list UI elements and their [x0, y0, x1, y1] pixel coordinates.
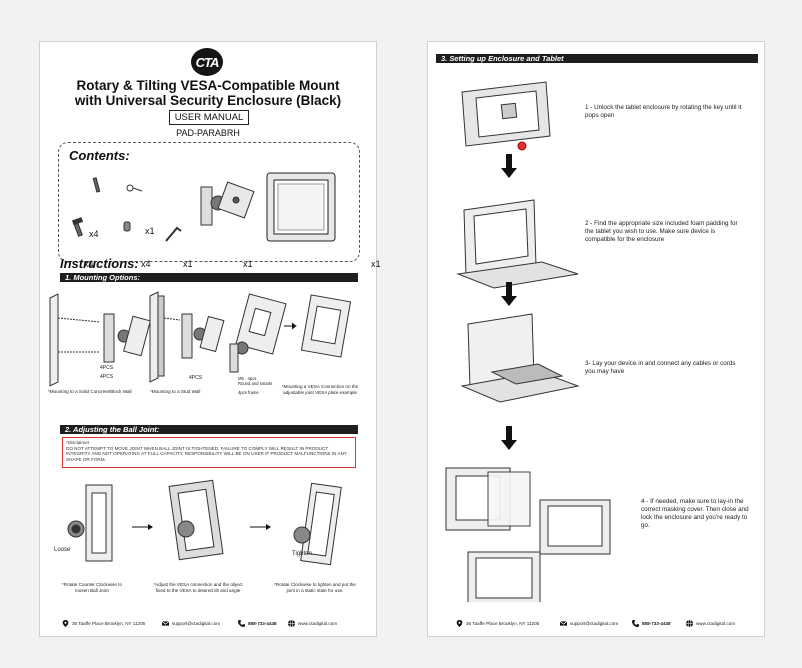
- ball-caption-tighten: *Rotate Clockwise to tighten and put the…: [274, 582, 356, 593]
- footer-phone-text-2: 888-733-4448: [642, 621, 671, 626]
- setup-bar: 3. Setting up Enclosure and Tablet: [436, 54, 758, 63]
- model-number: PAD-PARABRH: [176, 128, 240, 138]
- footer-email-text-2: support@ctadigital.com: [570, 621, 619, 626]
- key-icon: [126, 184, 143, 192]
- email-icon: [162, 621, 169, 626]
- adjust-illustration: [168, 479, 224, 561]
- globe-icon: [288, 620, 295, 627]
- setup-illustrations: [445, 81, 611, 602]
- device-laid-in-illustration: [460, 313, 580, 403]
- step-2-text: 2 - Find the appropriate size included f…: [585, 220, 738, 243]
- footer-web-text: www.ctadigital.com: [298, 621, 338, 626]
- ball-joint-illustrations: [67, 479, 342, 566]
- contents-heading: Contents:: [69, 148, 130, 163]
- footer-email[interactable]: support@ctadigital.com: [162, 620, 220, 627]
- loose-illustration: [67, 484, 113, 562]
- step-4-text: 4 - If needed, make sure to lay-in the c…: [641, 498, 749, 529]
- manual-page-2: 3. Setting up Enclosure and Tablet: [427, 41, 765, 637]
- footer-web-text-2: www.ctadigital.com: [696, 621, 736, 626]
- footer-address-text-2: 36 Taaffe Place Brooklyn, NY 11205: [466, 621, 540, 626]
- qty-mount: x1: [243, 259, 253, 269]
- mounting-illustrations: [49, 291, 352, 387]
- instructions-heading: Instructions:: [60, 256, 139, 271]
- loose-label: Loose: [54, 547, 71, 553]
- qty-screw: x4: [89, 229, 99, 239]
- closed-enclosure-illustration: [461, 81, 551, 151]
- mount-caption-concrete: *Mounting to a Solid Concrete/Block Wall: [48, 389, 132, 394]
- footer-email-text: support@ctadigital.com: [172, 621, 221, 626]
- arrow-right-icon: [148, 524, 153, 530]
- masking-cover-illustration: [445, 467, 611, 602]
- footer-address-2: 36 Taaffe Place Brooklyn, NY 11205: [456, 620, 539, 627]
- title-line-2: with Universal Security Enclosure (Black…: [74, 93, 342, 108]
- step-3-text: 3- Lay your device in and connect any ca…: [585, 360, 736, 375]
- footer-web-2[interactable]: www.ctadigital.com: [686, 620, 735, 627]
- enclosure-icon: [266, 172, 336, 242]
- footer-email-2[interactable]: support@ctadigital.com: [560, 620, 618, 627]
- stud-wall-mount: [149, 291, 225, 383]
- mounting-options-bar: 1. Mounting Options:: [60, 273, 358, 282]
- allen-key-icon: [165, 226, 182, 242]
- down-arrow-icon-3: [501, 426, 517, 450]
- qty-key: x1: [145, 226, 155, 236]
- vesa-qty-2: Round and smarts: [238, 381, 273, 386]
- qty-anchor: x4: [141, 259, 151, 269]
- vesa-qty-1: M5 · 4pcs: [238, 376, 257, 381]
- mount-caption-stud: *Mounting to a Stud Wall: [150, 389, 201, 394]
- cta-logo: CTA: [191, 48, 223, 76]
- user-manual-label: USER MANUAL: [169, 110, 249, 125]
- contents-illustration: [71, 172, 336, 242]
- tighten-label: Tighten: [292, 551, 312, 557]
- tighten-illustration: [293, 482, 342, 566]
- title-line-1: Rotary & Tilting VESA-Compatible Mount: [76, 78, 340, 93]
- contents-box: Contents:: [58, 142, 381, 269]
- concrete-qty-1: 4PCS: [100, 365, 114, 371]
- mount-arm-icon: [200, 181, 255, 226]
- disclaimer-text: DO NOT ATTEMPT TO MOVE JOINT WHEN BALL J…: [66, 445, 347, 462]
- disclaimer-title: *Disclaimer: [66, 440, 90, 445]
- down-arrow-icon: [501, 154, 517, 178]
- arrow-right-icon-2: [266, 524, 271, 530]
- down-arrow-icon-2: [501, 282, 517, 306]
- footer-phone-text: 888-733-4448: [248, 621, 277, 626]
- phone-icon: [238, 620, 245, 627]
- vesa-mount: [229, 293, 352, 373]
- footer-phone-2[interactable]: 888-733-4448: [632, 620, 671, 627]
- globe-icon-2: [686, 620, 693, 627]
- long-screw-icon: [92, 177, 101, 193]
- stud-qty: 4PCS: [189, 375, 203, 381]
- email-icon-2: [560, 621, 567, 626]
- manual-page-1: CTA Rotary & Tilting VESA-Compatible Mou…: [39, 41, 381, 637]
- footer-address: 36 Taaffe Place Brooklyn, NY 11205: [62, 620, 145, 627]
- footer-web[interactable]: www.ctadigital.com: [288, 620, 337, 627]
- page-title: Rotary & Tilting VESA-Compatible Mount w…: [40, 78, 376, 108]
- qty-allen-key: x1: [183, 259, 193, 269]
- location-pin-icon: [62, 620, 69, 627]
- mount-caption-vesa: *Mounting a VESA Connection on the adjus…: [281, 384, 359, 395]
- concrete-qty-2: 4PCS: [100, 374, 114, 380]
- phone-icon-2: [632, 620, 639, 627]
- concrete-wall-mount: [49, 293, 151, 387]
- qty-long-screw: x4: [84, 259, 94, 269]
- screw-icon: [71, 217, 84, 237]
- vesa-qty-3: 4pcs frame: [238, 390, 259, 395]
- footer-address-text: 36 Taaffe Place Brooklyn, NY 11205: [72, 621, 146, 626]
- qty-enclosure: x1: [371, 259, 381, 269]
- ball-caption-adjust: *Adjust the VESA connection and the obje…: [153, 582, 243, 593]
- open-enclosure-illustration: [456, 199, 579, 289]
- location-pin-icon-2: [456, 620, 463, 627]
- ball-caption-loosen: *Rotate Counter Clockwise to loosen Ball…: [62, 582, 123, 593]
- disclaimer-box: *Disclaimer DO NOT ATTEMPT TO MOVE JOINT…: [62, 437, 356, 468]
- ball-joint-bar: 2. Adjusting the Ball Joint:: [60, 425, 358, 434]
- anchor-icon: [123, 221, 131, 232]
- footer-phone[interactable]: 888-733-4448: [238, 620, 277, 627]
- step-1-text: 1 - Unlock the tablet enclosure by rotat…: [585, 104, 742, 119]
